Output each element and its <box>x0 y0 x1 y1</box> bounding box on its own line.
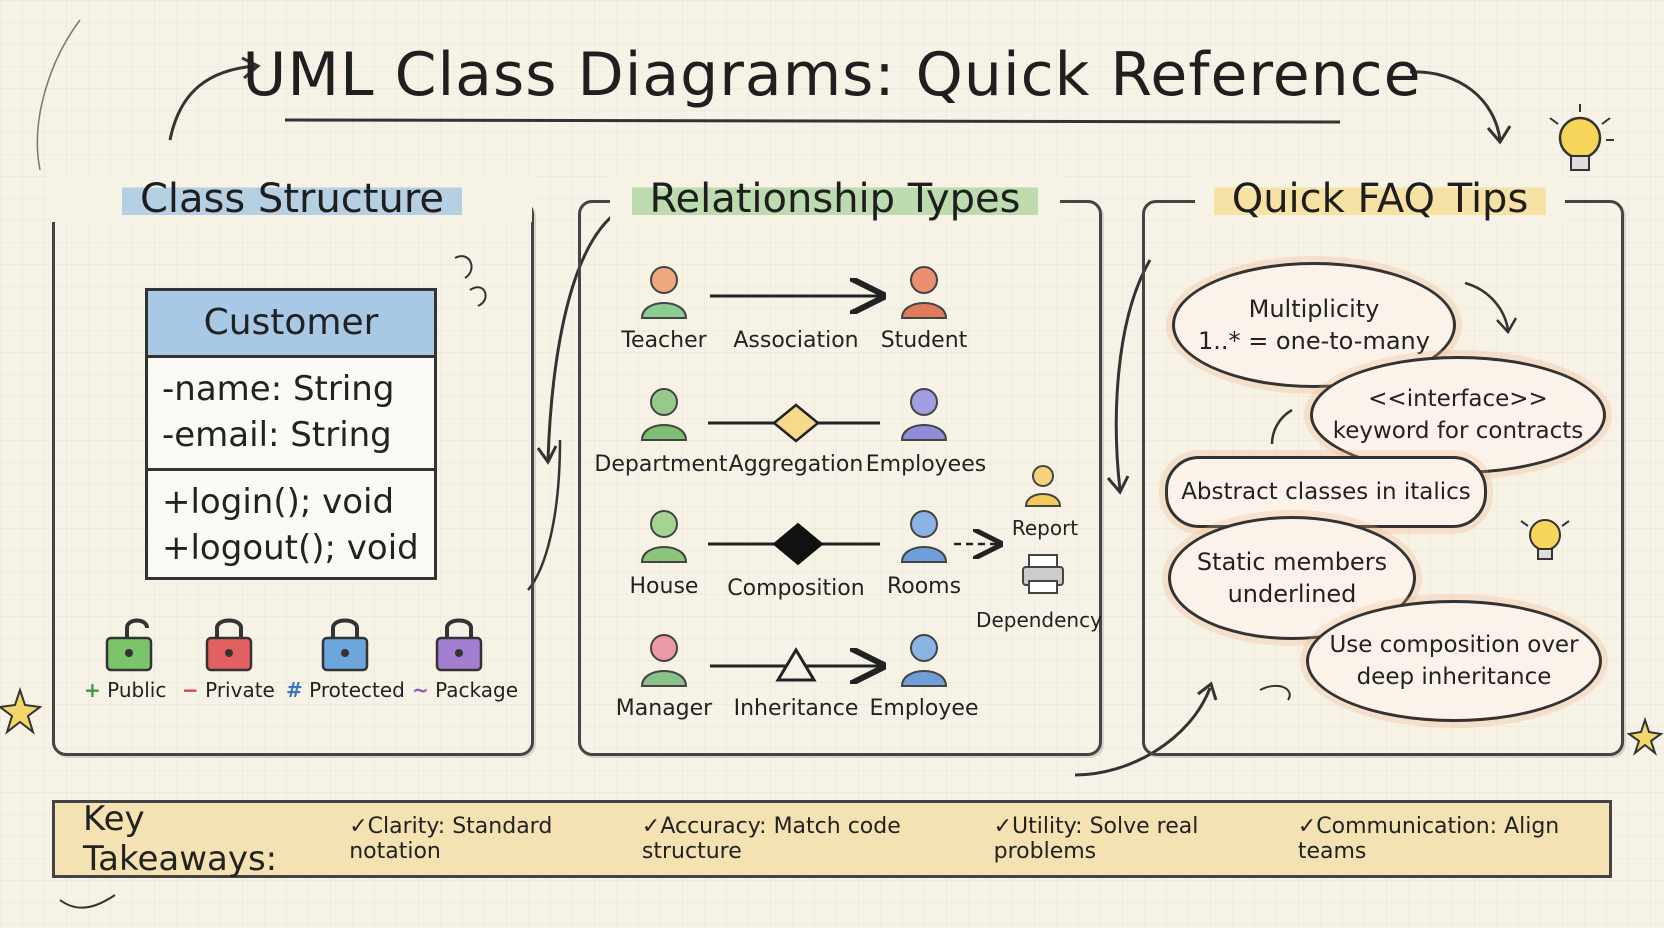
class-operation: +login(); void <box>162 482 395 522</box>
class-operations: +login(); void +logout(); void <box>148 471 434 579</box>
lightbulb-small-icon <box>1520 519 1570 560</box>
page-title: UML Class Diagrams: Quick Reference <box>242 40 1422 110</box>
dependency-label: Dependency <box>976 608 1102 632</box>
padlock-open-icon <box>105 618 153 672</box>
person-icon <box>900 634 948 687</box>
takeaway-item: ✓Accuracy: Match code structure <box>641 814 901 864</box>
relation-left-label: House <box>629 574 699 599</box>
faq-tip-line: Static members <box>1196 548 1388 576</box>
person-icon <box>640 388 688 441</box>
star-icon <box>0 686 43 735</box>
person-icon <box>640 634 688 687</box>
class-attribute: -name: String <box>162 369 395 409</box>
visibility-lock-icons <box>105 618 483 672</box>
composition-diamond <box>772 522 824 566</box>
visibility-protected: # Protected <box>286 678 405 702</box>
faq-tip-line: Use composition over <box>1329 632 1579 658</box>
person-icon <box>900 510 948 563</box>
star-icon <box>1626 716 1664 756</box>
visibility-package: ~ Package <box>412 678 519 702</box>
faq-tip-line: 1..* = one-to-many <box>1198 327 1430 355</box>
padlock-closed-icon <box>435 618 483 672</box>
relationship-types-heading: Relationship Types <box>610 176 1060 222</box>
header-curved-arrow-left <box>168 64 256 141</box>
relation-left-label: Manager <box>615 696 713 721</box>
faq-tip-bubble: Abstract classes in italics <box>1165 456 1487 528</box>
relationship-diagram <box>640 266 1064 687</box>
takeaway-item: ✓Communication: Align teams <box>1297 814 1560 864</box>
takeaway-item: ✓Utility: Solve real problems <box>993 814 1199 864</box>
key-takeaways-label: Key Takeaways: <box>83 799 278 879</box>
padlock-closed-icon <box>205 618 253 672</box>
class-structure-heading: Class Structure <box>52 176 532 222</box>
class-operation: +logout(); void <box>162 528 419 568</box>
person-icon <box>900 388 948 441</box>
dependency-target-label: Report <box>1011 516 1079 540</box>
person-icon <box>900 266 948 319</box>
visibility-private: − Private <box>182 678 275 702</box>
faq-tip-line: deep inheritance <box>1356 664 1552 690</box>
class-attributes: -name: String -email: String <box>148 358 434 471</box>
relation-type-label: Inheritance <box>733 696 859 721</box>
customer-class-box: Customer -name: String -email: String +l… <box>145 288 437 580</box>
lightbulb-icon <box>1549 104 1614 171</box>
relation-right-label: Student <box>880 328 968 353</box>
relation-type-label: Aggregation <box>728 452 864 477</box>
class-name: Customer <box>148 291 434 358</box>
faq-tip-line: Abstract classes in italics <box>1181 479 1471 505</box>
relation-right-label: Employee <box>869 696 979 721</box>
relation-left-label: Teacher <box>621 328 707 353</box>
relation-right-label: Employees <box>865 452 987 477</box>
person-icon <box>640 510 688 563</box>
faq-tip-line: underlined <box>1227 580 1357 608</box>
faq-tip-line: Multiplicity <box>1248 295 1380 323</box>
relation-type-label: Composition <box>727 576 865 601</box>
inheritance-triangle <box>775 647 817 682</box>
class-attribute: -email: String <box>162 415 392 455</box>
relation-left-label: Department <box>594 452 728 477</box>
person-icon <box>1024 465 1062 507</box>
person-icon <box>640 266 688 319</box>
relation-type-label: Association <box>733 328 859 353</box>
faq-tip-line: <<interface>> <box>1368 386 1548 412</box>
faq-tips-heading: Quick FAQ Tips <box>1195 176 1565 222</box>
printer-icon <box>1022 554 1064 594</box>
title-underline <box>284 118 1341 124</box>
aggregation-diamond <box>772 403 820 443</box>
header-curved-arrow-right <box>1409 70 1502 141</box>
faq-tip-bubble: <<interface>> keyword for contracts <box>1310 356 1606 474</box>
faq-tip-line: keyword for contracts <box>1332 418 1584 444</box>
visibility-public: + Public <box>84 678 167 702</box>
relation-right-label: Rooms <box>886 574 962 599</box>
faq-tip-bubble: Use composition over deep inheritance <box>1306 600 1602 722</box>
padlock-closed-icon <box>321 618 369 672</box>
key-takeaways-bar: Key Takeaways: ✓Clarity: Standard notati… <box>52 799 1612 879</box>
takeaway-item: ✓Clarity: Standard notation <box>349 814 553 864</box>
